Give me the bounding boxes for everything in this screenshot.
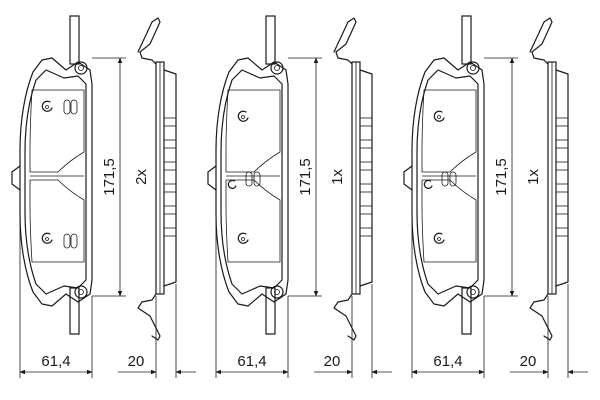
thickness-dimension: 20 [118, 284, 196, 378]
quantity-label: 1x [329, 169, 346, 185]
width-label: 61,4 [237, 353, 266, 370]
pad-side-view [137, 17, 177, 341]
thickness-dimension: 20 [510, 284, 588, 378]
height-label: 171,5 [493, 158, 510, 196]
brake-pad-unit-3: 171,5 1x 61,4 20 [403, 15, 588, 378]
thickness-label: 20 [324, 353, 341, 370]
width-dimension: 61,4 [411, 214, 485, 378]
height-label: 171,5 [297, 158, 314, 196]
quantity-label: 1x [525, 169, 542, 185]
pad-side-view [529, 17, 569, 341]
thickness-label: 20 [128, 353, 145, 370]
brake-pad-unit-1: 171,5 2x 61,4 [11, 15, 196, 378]
pad-front-view [403, 15, 485, 335]
pad-front-view [11, 15, 93, 335]
thickness-label: 20 [520, 353, 537, 370]
pad-front-view [207, 15, 289, 335]
height-label: 171,5 [101, 158, 118, 196]
thickness-dimension: 20 [314, 284, 392, 378]
brake-pad-unit-2: 171,5 1x 61,4 20 [207, 15, 392, 378]
width-dimension: 61,4 [19, 214, 93, 378]
width-label: 61,4 [433, 353, 462, 370]
height-dimension: 171,5 1x [484, 57, 542, 297]
height-dimension: 171,5 2x [92, 57, 150, 297]
width-label: 61,4 [41, 353, 70, 370]
quantity-label: 2x [133, 169, 150, 185]
width-dimension: 61,4 [215, 214, 289, 378]
height-dimension: 171,5 1x [288, 57, 346, 297]
pad-side-view [333, 17, 373, 341]
